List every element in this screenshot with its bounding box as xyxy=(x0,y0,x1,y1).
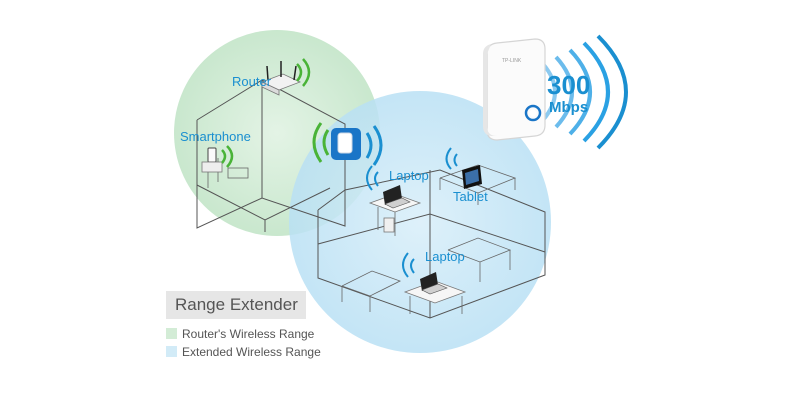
router-device xyxy=(260,58,311,96)
router-label: Router xyxy=(232,74,272,89)
tablet-label: Tablet xyxy=(453,189,488,204)
range-extender-device xyxy=(312,122,383,166)
laptop-bottom-label: Laptop xyxy=(425,249,465,264)
legend-label-extended-range: Extended Wireless Range xyxy=(182,345,321,359)
brand-text: TP-LINK xyxy=(502,58,522,64)
legend-item-extended-range: Extended Wireless Range xyxy=(166,344,321,360)
smartphone-label: Smartphone xyxy=(180,129,251,144)
legend-swatch-router-range xyxy=(166,328,177,339)
tablet-device xyxy=(445,147,482,189)
laptop-top-label: Laptop xyxy=(389,168,429,183)
laptop-top-device xyxy=(366,165,422,236)
speed-unit: Mbps xyxy=(549,99,588,116)
legend-label-router-range: Router's Wireless Range xyxy=(182,327,315,341)
legend-title: Range Extender xyxy=(166,291,306,319)
speed-value: 300 xyxy=(547,70,590,100)
laptop-bottom-device xyxy=(402,252,467,314)
product-image: TP-LINK xyxy=(483,34,628,150)
smartphone-device xyxy=(201,145,234,173)
legend-item-router-range: Router's Wireless Range xyxy=(166,326,314,342)
legend-swatch-extended-range xyxy=(166,346,177,357)
